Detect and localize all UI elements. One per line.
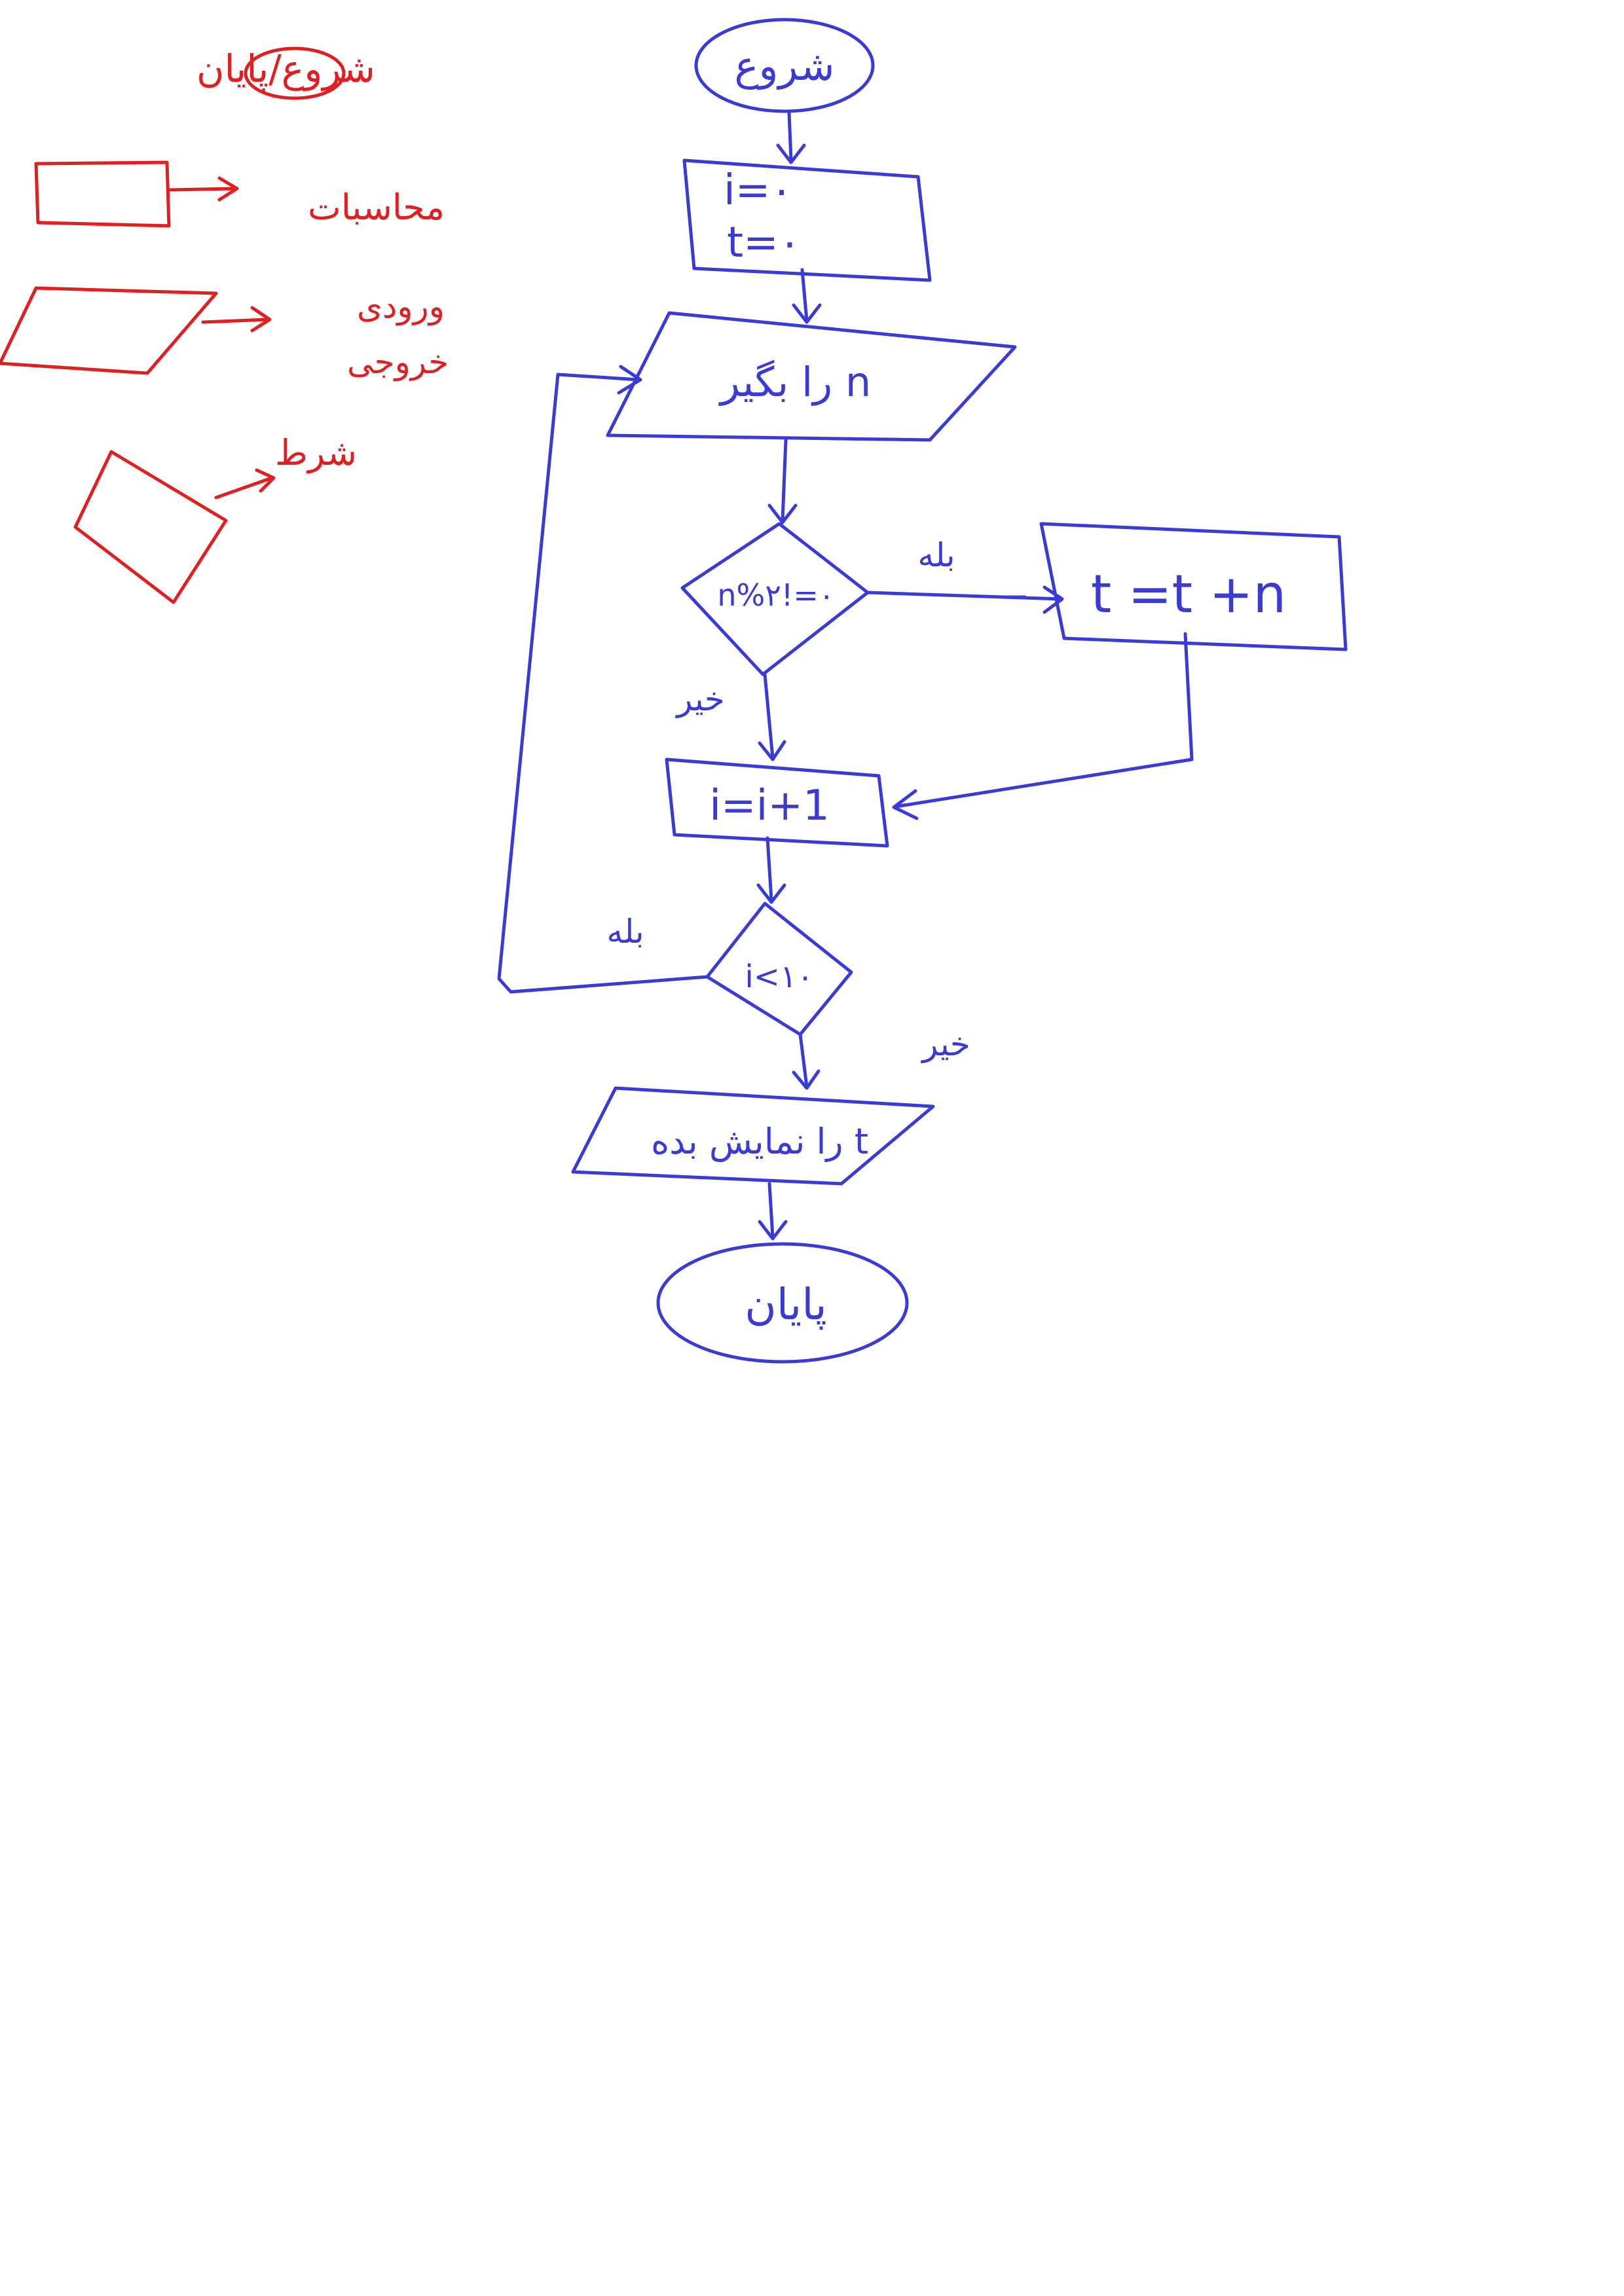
legend-decision-arrow (214, 468, 276, 500)
output-shape (571, 1086, 935, 1186)
increment-shape (665, 757, 889, 848)
arrow-cond2-no (792, 1032, 821, 1090)
add-shape (1039, 522, 1348, 651)
legend-io-label-1: ورودی (357, 287, 445, 326)
cond1-no-label: خیر (674, 680, 725, 718)
input-label: n را بگیر (718, 358, 871, 406)
legend-process-label: محاسبات (308, 187, 445, 228)
add-label: t =t +n (1091, 564, 1286, 625)
arrow-init-input (792, 268, 822, 324)
flowchart: شروع i=۰ t=۰ n را بگیر n%۲!=۰ بله t =t +… (497, 18, 1348, 1364)
legend-decision-label: شرط (275, 432, 357, 473)
start-label: شروع (734, 42, 834, 90)
increment-label: i=i+1 (709, 782, 830, 830)
decision-odd: n%۲!=۰ (680, 522, 870, 676)
arrow-cond1-yes (866, 585, 1064, 614)
arrow-start-init (776, 111, 806, 164)
legend-io-shape (0, 286, 218, 375)
output-label: t را نمایش بده (651, 1121, 868, 1162)
legend-process: محاسبات (34, 160, 445, 228)
decision-odd-label: n%۲!=۰ (717, 577, 834, 613)
arrow-input-cond1 (767, 438, 798, 524)
arrow-increment-cond2 (756, 836, 786, 904)
init-t-label: t=۰ (727, 219, 801, 267)
end-label: پایان (745, 1279, 826, 1330)
increment-process: i=i+1 (665, 757, 889, 848)
add-process: t =t +n (1039, 522, 1348, 651)
decision-loop-label: i<۱۰ (745, 958, 813, 995)
start-shape (694, 18, 875, 113)
arrow-add-increment (892, 632, 1194, 820)
legend-process-arrow (168, 176, 239, 202)
arrow-cond1-no (758, 672, 786, 761)
legend-decision: شرط (73, 432, 357, 604)
init-process: i=۰ t=۰ (682, 158, 932, 282)
end-terminal: پایان (656, 1242, 909, 1364)
cond2-no-label: خیر (920, 1025, 970, 1063)
decision-odd-shape (680, 522, 870, 676)
legend-io-arrow (201, 306, 272, 333)
legend: شروع/پایان محاسبات ورودی خروجی شرط (0, 46, 449, 604)
legend-terminal-shape (244, 46, 346, 100)
arrow-cond2-yes-loop (497, 365, 709, 994)
cond1-yes-label: بله (917, 536, 955, 574)
end-shape (656, 1242, 909, 1364)
decision-loop: i<۱۰ (705, 902, 853, 1036)
legend-io-label-2: خروجی (347, 343, 449, 382)
start-terminal: شروع (694, 18, 875, 113)
arrow-output-end (758, 1182, 788, 1241)
input-shape (606, 311, 1017, 442)
legend-terminal-label: شروع/پایان (196, 46, 375, 92)
output-io: t را نمایش بده (571, 1086, 935, 1186)
cond2-yes-label: بله (606, 913, 644, 951)
init-shape (682, 158, 932, 282)
input-io: n را بگیر (606, 311, 1017, 442)
legend-process-shape (34, 160, 171, 228)
legend-io: ورودی خروجی (0, 286, 449, 382)
legend-terminal: شروع/پایان (196, 46, 375, 100)
init-i-label: i=۰ (724, 166, 793, 215)
legend-decision-shape (73, 450, 228, 604)
